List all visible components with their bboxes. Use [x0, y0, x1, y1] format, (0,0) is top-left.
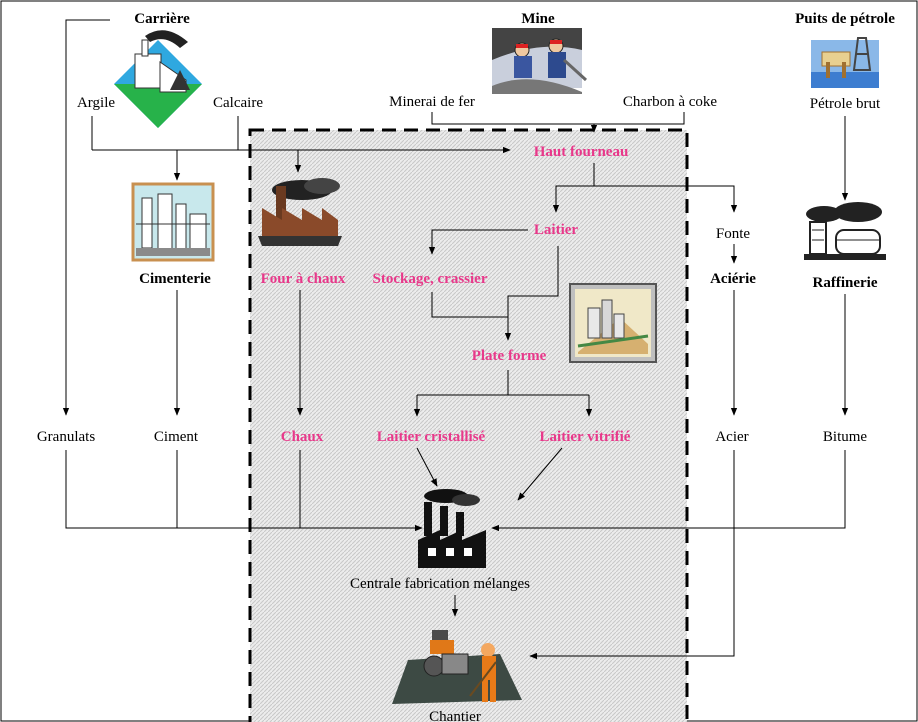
stockpile-icon — [569, 283, 657, 363]
arrow-bf-laitier — [552, 185, 594, 213]
label-chaux: Chaux — [280, 429, 324, 445]
oil-rig-icon — [811, 37, 879, 88]
label-laitier-vitrifie: Laitier vitrifié — [539, 429, 631, 445]
label-acier: Acier — [715, 429, 749, 445]
quarry-icon — [114, 30, 202, 128]
label-petrole-brut: Pétrole brut — [809, 96, 881, 112]
refinery-icon — [804, 202, 886, 260]
label-chantier: Chantier — [429, 709, 481, 722]
label-ciment: Ciment — [153, 429, 199, 445]
arrow-cristallise-centrale — [416, 447, 438, 487]
road-roller-icon — [392, 630, 522, 704]
label-acierie: Aciérie — [710, 271, 756, 287]
arrow-vitrifie-centrale — [517, 447, 563, 501]
connectors — [62, 19, 849, 660]
label-stockage-crassier: Stockage, crassier — [372, 271, 488, 287]
factory-icon — [418, 489, 486, 568]
label-bitume: Bitume — [822, 429, 868, 445]
label-charbon-a-coke: Charbon à coke — [622, 94, 718, 110]
arrow-laitier-plate-forme — [504, 246, 559, 341]
line-stockage-plate-forme — [431, 292, 508, 318]
label-raffinerie: Raffinerie — [812, 275, 878, 291]
quarry-title: Carrière — [134, 11, 190, 27]
label-calcaire: Calcaire — [213, 95, 263, 111]
label-laitier: Laitier — [533, 222, 579, 238]
arrow-bf-fonte — [594, 185, 738, 213]
label-granulats: Granulats — [36, 429, 96, 445]
cement-plant-icon — [131, 182, 215, 262]
arrow-granulats-centrale — [65, 450, 423, 532]
label-centrale-fabrication-melanges: Centrale fabrication mélanges — [350, 576, 530, 592]
arrow-acier-chantier — [529, 450, 735, 660]
label-minerai-de-fer: Minerai de fer — [389, 94, 475, 110]
mine-icon — [492, 28, 588, 94]
lime-kiln-icon — [258, 178, 342, 246]
label-argile: Argile — [76, 95, 116, 111]
label-cimenterie: Cimenterie — [139, 271, 211, 287]
line-mine-bracket — [431, 112, 685, 125]
arrow-quarry-granulats — [62, 19, 110, 416]
arrow-laitier-stockage — [428, 229, 528, 255]
label-laitier-cristallise: Laitier cristallisé — [376, 429, 486, 445]
label-four-a-chaux: Four à chaux — [260, 271, 346, 287]
arrow-bitume-centrale — [491, 450, 846, 532]
oil-well-title: Puits de pétrole — [795, 11, 895, 27]
mine-title: Mine — [521, 11, 555, 27]
label-plate-forme: Plate forme — [471, 348, 547, 364]
label-haut-fourneau: Haut fourneau — [533, 144, 629, 160]
label-fonte: Fonte — [715, 226, 751, 242]
